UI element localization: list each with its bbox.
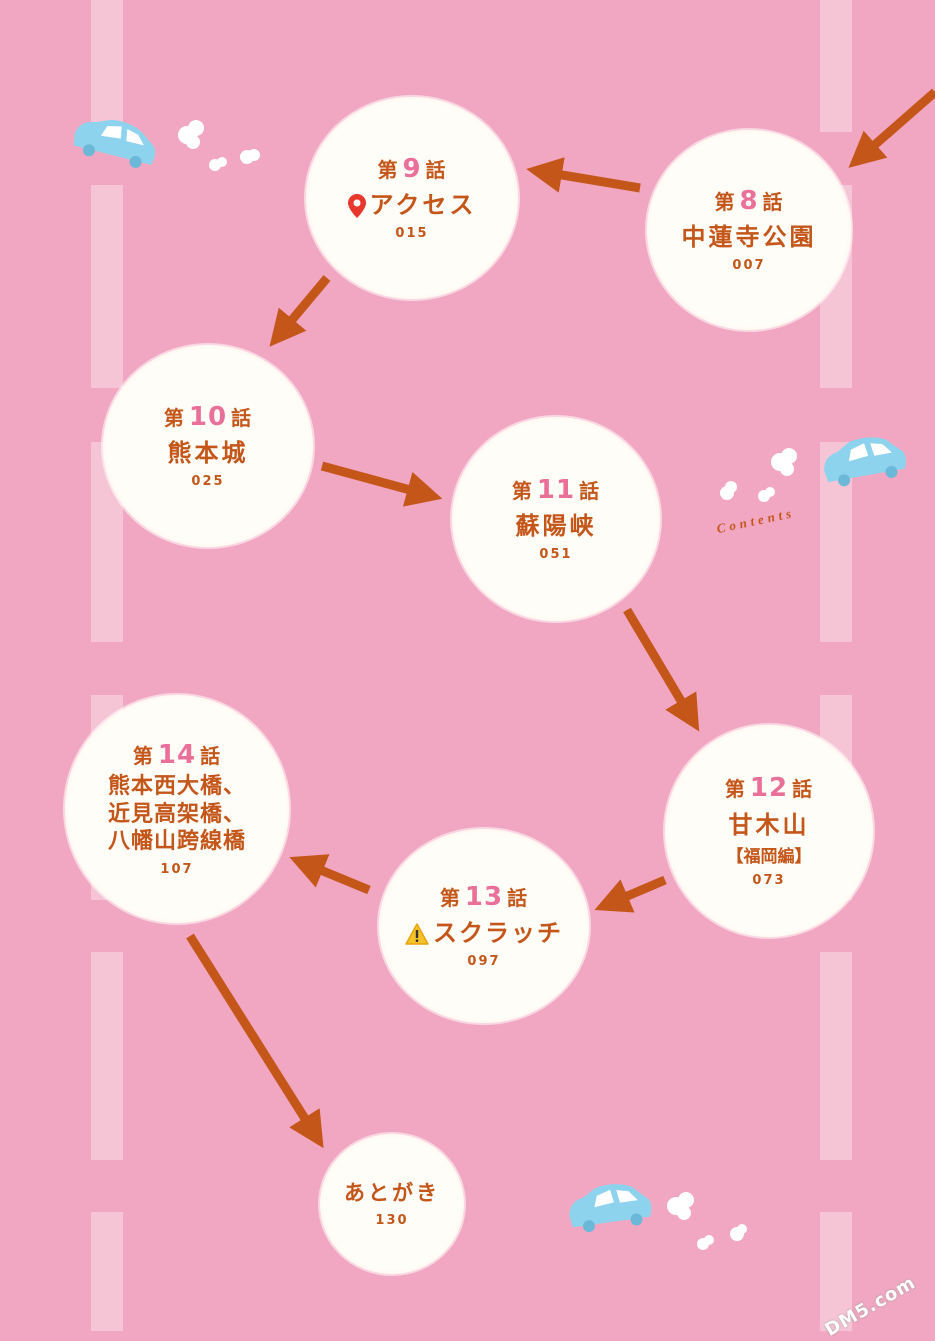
- episode-title: あとがき: [344, 1181, 440, 1206]
- page-number: 015: [395, 226, 429, 242]
- arrow: [320, 461, 443, 507]
- episode-title: 甘木山: [728, 810, 810, 839]
- road-stripe: [820, 1212, 852, 1331]
- smoke-puff-icon: [720, 448, 797, 502]
- toc-entry-afterword[interactable]: あとがき 130: [323, 1137, 461, 1271]
- arrow: [623, 607, 700, 732]
- road-stripe: [91, 0, 123, 130]
- arrow: [269, 275, 331, 347]
- car-icon: [824, 437, 906, 487]
- smoke-puff-icon: [178, 120, 260, 171]
- page-number: 073: [752, 872, 786, 888]
- page-number: 025: [191, 474, 225, 490]
- page-number: 107: [160, 861, 194, 877]
- road-stripe: [91, 185, 123, 388]
- road-stripe: [91, 1212, 123, 1331]
- arrow: [186, 933, 324, 1149]
- warning-icon: [405, 923, 429, 946]
- episode-subtitle: 【福岡編】: [726, 846, 812, 867]
- arrow: [526, 157, 641, 193]
- road-stripe: [820, 952, 852, 1160]
- episode-title: 中蓮寺公園: [681, 223, 817, 252]
- arrow: [594, 875, 667, 913]
- page-number: 007: [732, 258, 766, 274]
- episode-title: 熊本城: [167, 439, 249, 468]
- arrow: [848, 88, 935, 168]
- car-icon: [73, 119, 156, 168]
- episode-title: スクラッチ: [405, 918, 563, 948]
- episode-title: 熊本西大橋、 近見高架橋、 八幡山跨線橋: [107, 774, 246, 855]
- road-stripe: [91, 952, 123, 1160]
- car-icon: [569, 1184, 652, 1233]
- episode-title: 蘇陽峡: [515, 512, 597, 541]
- episode-title: アクセス: [347, 190, 477, 220]
- map-pin-icon: [347, 194, 366, 219]
- smoke-puff-icon: [667, 1192, 747, 1250]
- arrow: [289, 854, 371, 895]
- road-stripe: [820, 0, 852, 132]
- page-number: 051: [539, 547, 573, 563]
- page-number: 130: [375, 1212, 409, 1228]
- page-number: 097: [467, 954, 501, 970]
